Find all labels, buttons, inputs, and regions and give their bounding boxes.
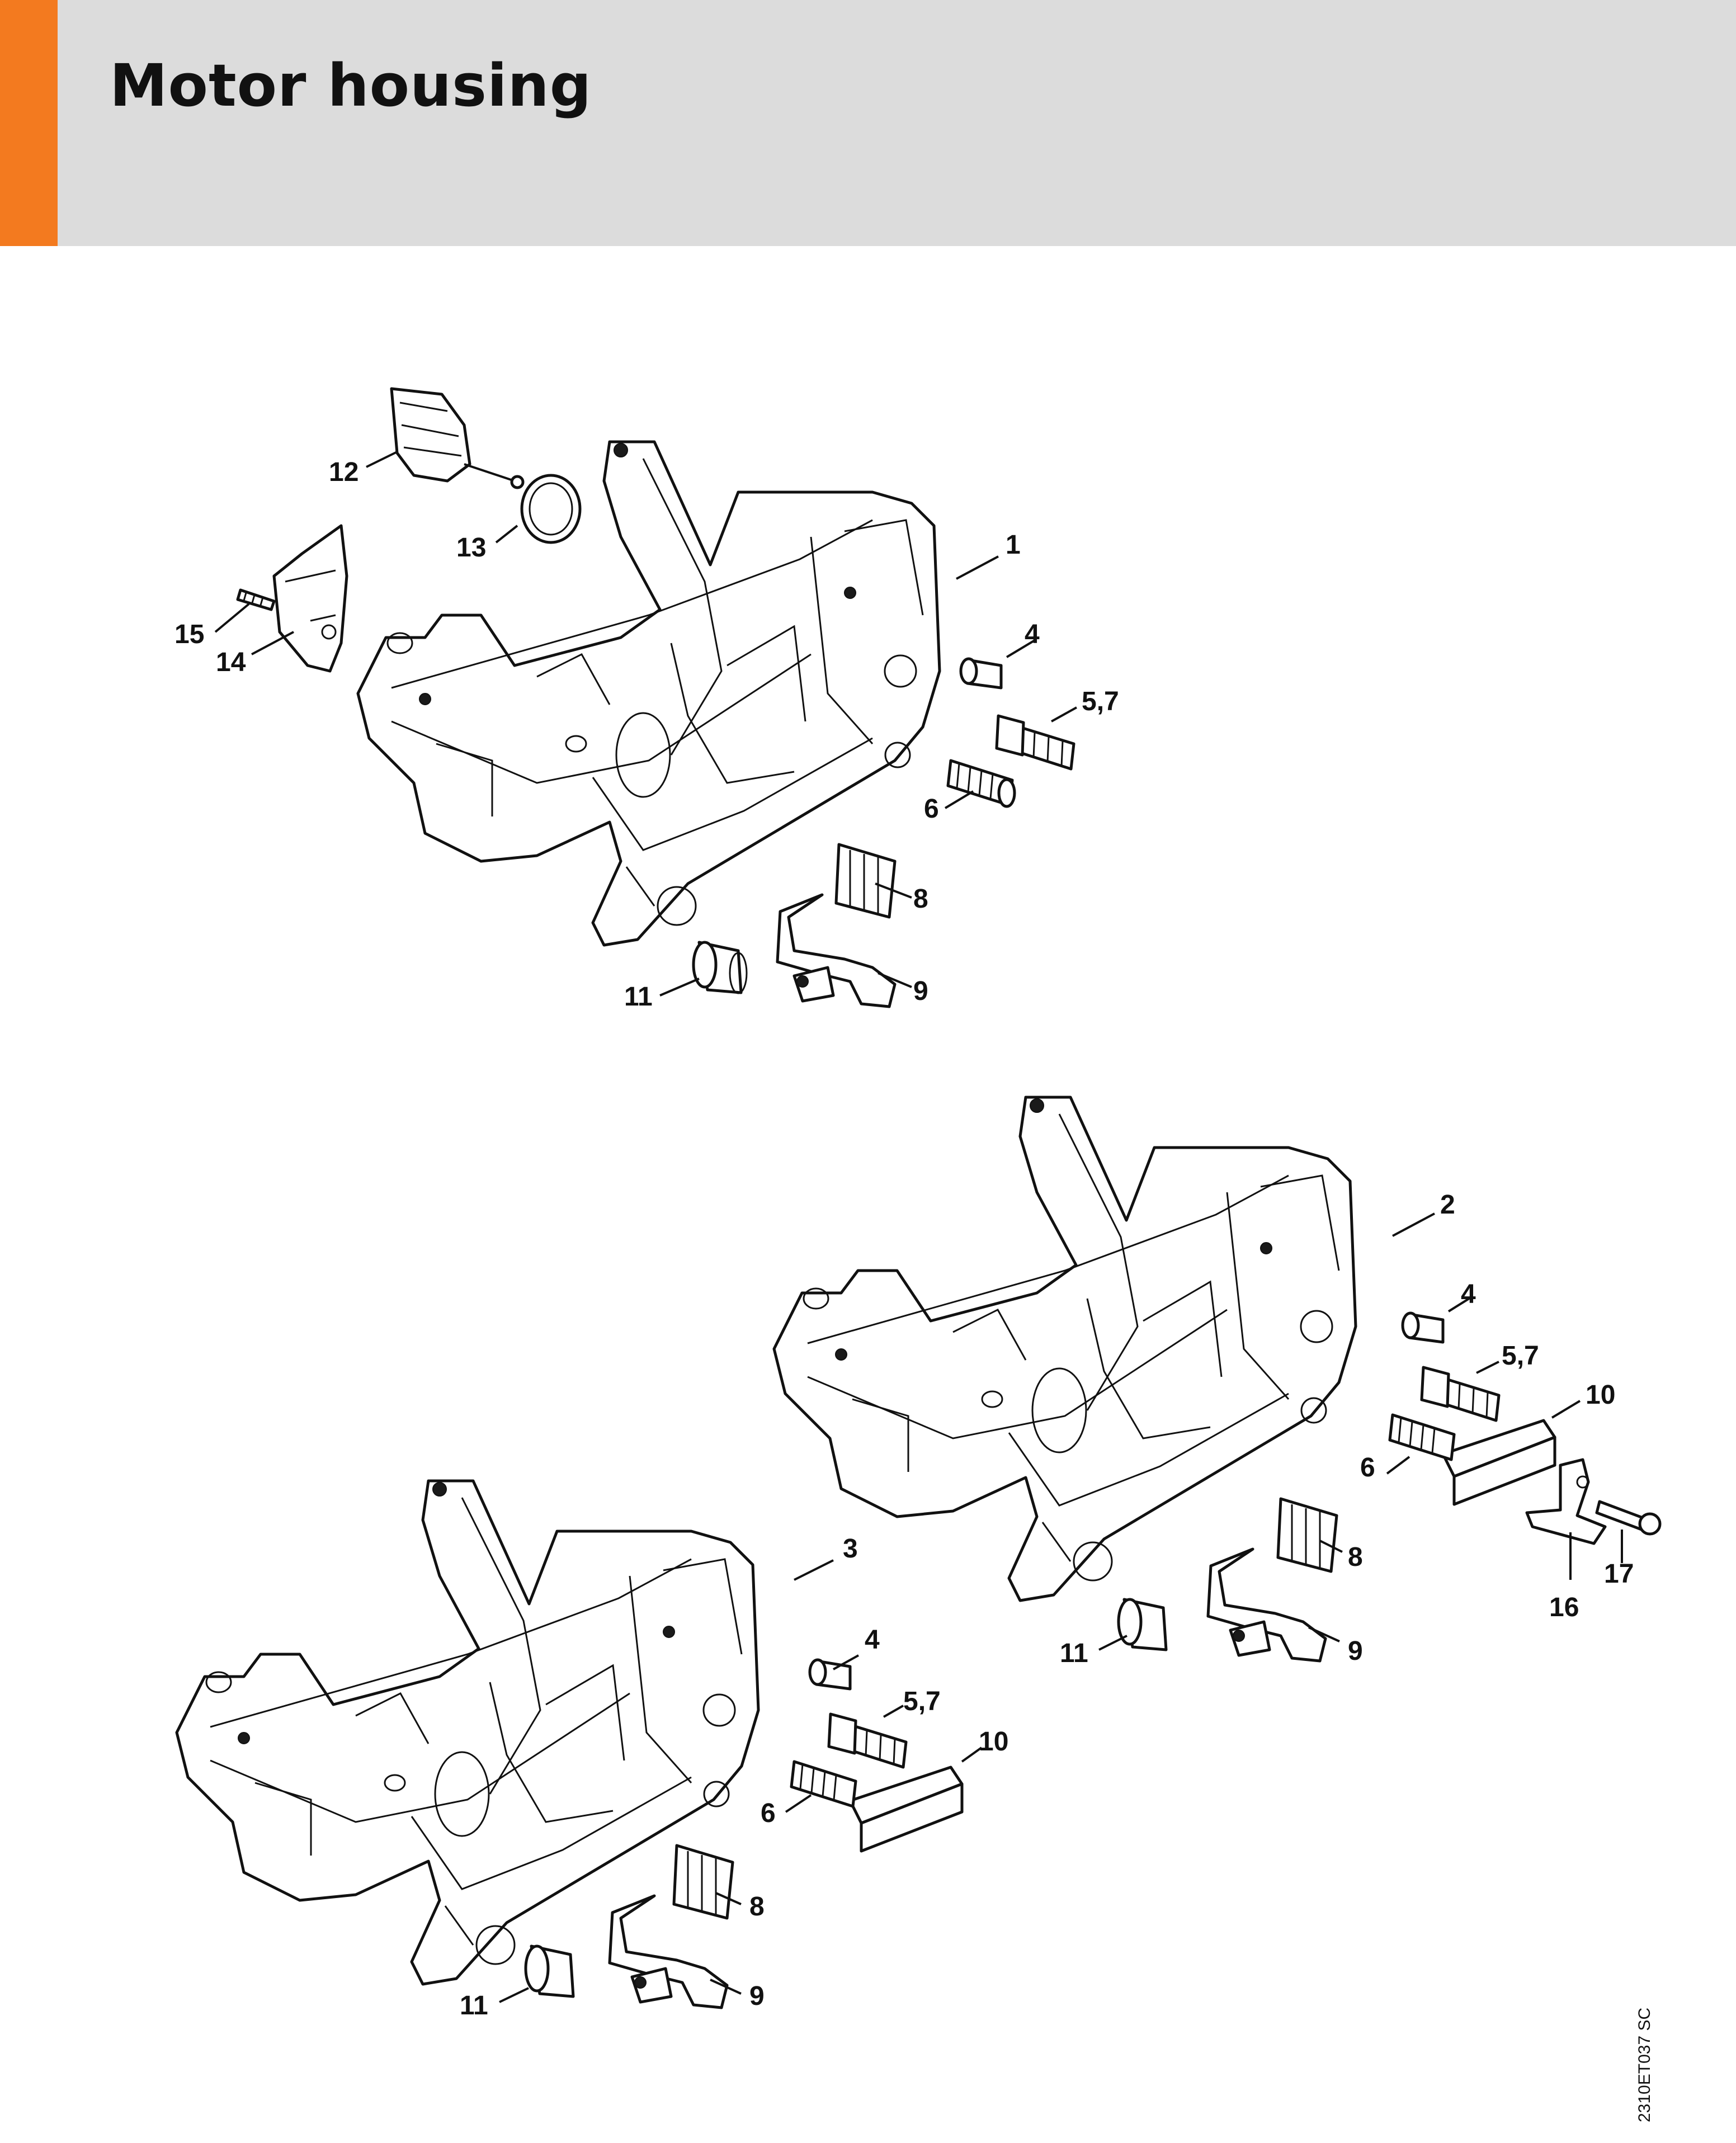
part-9-fuel-line bbox=[776, 893, 897, 1008]
callout-8: 8 bbox=[913, 884, 928, 914]
part-5-7-bolt bbox=[995, 714, 1075, 771]
mid-part-11-grommet bbox=[1117, 1598, 1168, 1651]
mid-part-17-screw bbox=[1595, 1500, 1662, 1536]
part-13-o-ring bbox=[520, 474, 582, 544]
middle-assembly-parts bbox=[1117, 1311, 1662, 1663]
callout-16: 16 bbox=[1549, 1593, 1579, 1622]
callout-6: 6 bbox=[1360, 1453, 1375, 1483]
callout-4: 4 bbox=[865, 1625, 880, 1655]
callout-5-7: 5,7 bbox=[903, 1687, 941, 1716]
part-14-cover bbox=[272, 524, 348, 673]
drawing-code: 2310ET037 SC bbox=[1635, 2007, 1654, 2122]
top-assembly-parts bbox=[236, 387, 1075, 1008]
bot-part-5-7-bolt bbox=[827, 1712, 908, 1769]
callout-15: 15 bbox=[174, 620, 204, 649]
callout-5-7: 5,7 bbox=[1502, 1341, 1539, 1371]
callout-6: 6 bbox=[924, 794, 939, 824]
bot-part-11-grommet bbox=[524, 1944, 575, 1998]
callout-9: 9 bbox=[749, 1981, 765, 2011]
leader-lines bbox=[214, 451, 1623, 2003]
mid-part-10-bar bbox=[1441, 1419, 1556, 1506]
part-4-sleeve bbox=[959, 657, 1003, 690]
callout-17: 17 bbox=[1604, 1559, 1634, 1589]
callout-6: 6 bbox=[761, 1799, 776, 1828]
part-15-screw bbox=[236, 588, 276, 611]
mid-part-16-bracket bbox=[1525, 1458, 1607, 1545]
part-8-threaded-pin bbox=[834, 843, 897, 919]
callout-14: 14 bbox=[216, 648, 246, 677]
callout-4: 4 bbox=[1461, 1280, 1476, 1309]
part-11-grommet bbox=[692, 941, 748, 994]
mid-part-4-sleeve bbox=[1401, 1311, 1445, 1344]
mid-part-8-threaded-pin bbox=[1276, 1497, 1338, 1573]
mid-part-9-fuel-line bbox=[1206, 1547, 1327, 1663]
motor-housing-2 bbox=[774, 1097, 1356, 1601]
callout-11: 11 bbox=[460, 1991, 488, 2021]
callout-4: 4 bbox=[1025, 620, 1040, 649]
part-6-spring bbox=[946, 759, 1016, 808]
callout-11: 11 bbox=[1060, 1639, 1088, 1668]
bot-part-9-fuel-line bbox=[608, 1894, 729, 2009]
callout-labels-top: 12 13 1 15 14 4 5,7 6 8 11 9 bbox=[174, 457, 1119, 1012]
callout-1: 1 bbox=[1006, 530, 1021, 560]
callout-10: 10 bbox=[979, 1727, 1008, 1757]
callout-9: 9 bbox=[1348, 1636, 1363, 1666]
callout-12: 12 bbox=[329, 457, 358, 487]
bot-part-4-sleeve bbox=[808, 1658, 852, 1691]
callout-9: 9 bbox=[913, 976, 928, 1006]
header-band bbox=[0, 0, 1736, 246]
part-12-valve bbox=[390, 387, 525, 489]
callout-13: 13 bbox=[456, 533, 486, 563]
bot-part-8-threaded-pin bbox=[672, 1844, 734, 1920]
motor-housing-3 bbox=[177, 1481, 758, 1984]
callout-5-7: 5,7 bbox=[1082, 687, 1119, 716]
callout-labels-bottom: 3 4 5,7 10 6 8 11 9 bbox=[460, 1534, 1008, 2021]
callout-11: 11 bbox=[624, 982, 653, 1012]
mid-part-5-7-bolt bbox=[1420, 1366, 1501, 1422]
callout-2: 2 bbox=[1440, 1190, 1455, 1220]
bot-part-6-spring bbox=[790, 1760, 857, 1808]
callout-10: 10 bbox=[1586, 1380, 1615, 1410]
page-title: Motor housing bbox=[110, 51, 592, 120]
bot-part-10-bar bbox=[848, 1766, 964, 1853]
callout-3: 3 bbox=[843, 1534, 858, 1564]
callout-labels-middle: 2 4 5,7 10 6 8 16 17 11 9 bbox=[1060, 1190, 1634, 1668]
callout-8: 8 bbox=[749, 1892, 765, 1922]
bottom-assembly-parts bbox=[524, 1658, 964, 2009]
callout-8: 8 bbox=[1348, 1542, 1363, 1572]
header-accent-bar bbox=[0, 0, 58, 246]
mid-part-6-spring bbox=[1388, 1413, 1456, 1461]
